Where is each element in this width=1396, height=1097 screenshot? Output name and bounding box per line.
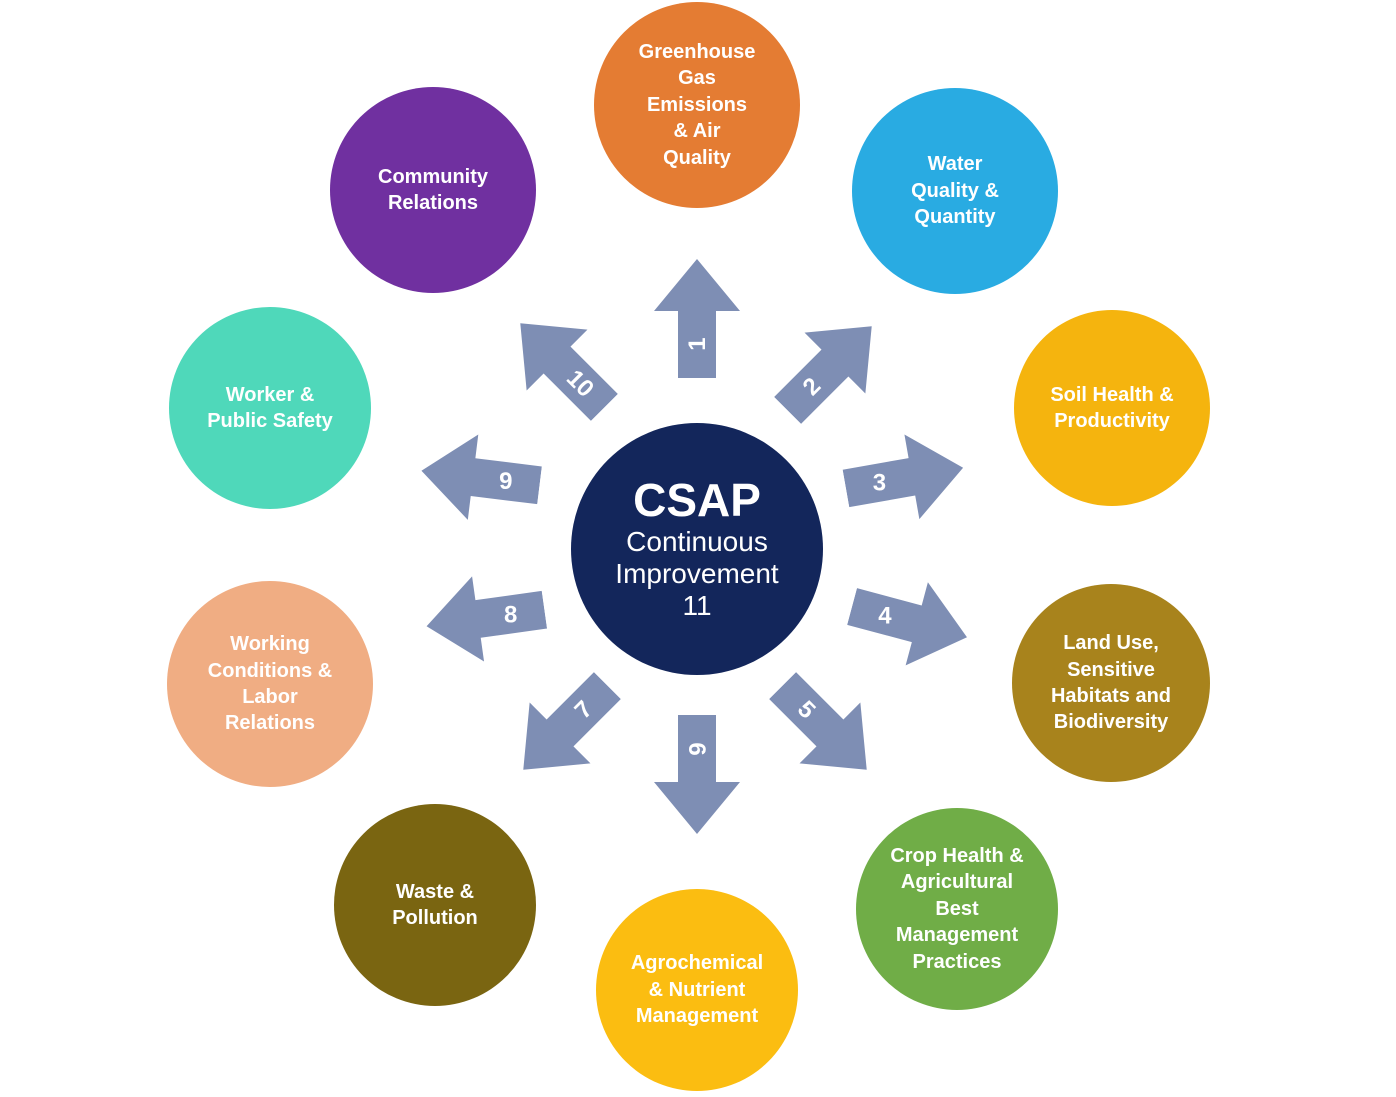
arrow-number: 8 <box>504 601 517 628</box>
arrow-2-icon: 2 <box>756 294 903 441</box>
node-greenhouse-gas: Greenhouse Gas Emissions & Air Quality <box>594 2 800 208</box>
node-label: Working Conditions & Labor Relations <box>207 633 333 735</box>
arrow-8-icon: 8 <box>419 566 550 670</box>
arrow-number: 1 <box>684 337 711 350</box>
node-label: Worker & Public Safety <box>207 383 333 432</box>
node-soil-health: Soil Health & Productivity <box>1014 310 1210 506</box>
arrow-10-icon: 10 <box>488 291 635 438</box>
arrow-number: 9 <box>499 468 512 495</box>
arrow-7-icon: 7 <box>491 654 638 801</box>
arrow-number: 6 <box>683 742 710 755</box>
arrow-number: 4 <box>878 602 892 629</box>
node-label: Community Relations <box>378 165 488 214</box>
node-label: Water Quality & Quantity <box>911 153 999 229</box>
node-label: Crop Health & Agricultural Best Manageme… <box>890 845 1024 973</box>
node-worker-safety: Worker & Public Safety <box>169 307 371 509</box>
node-working-conditions: Working Conditions & Labor Relations <box>167 581 373 787</box>
arrow-5-icon: 5 <box>751 654 898 801</box>
node-water-quality: Water Quality & Quantity <box>852 88 1058 294</box>
node-csap-center: CSAP Continuous Improvement 11 <box>571 423 823 675</box>
node-land-use: Land Use, Sensitive Habitats and Biodive… <box>1012 584 1210 782</box>
arrow-number: 3 <box>873 470 886 497</box>
node-label: Waste & Pollution <box>392 880 478 929</box>
arrow-6-icon: 6 <box>653 715 741 835</box>
node-crop-health: Crop Health & Agricultural Best Manageme… <box>856 808 1058 1010</box>
arrow-1-icon: 1 <box>653 258 741 378</box>
node-waste-pollution: Waste & Pollution <box>334 804 536 1006</box>
center-subtitle: Continuous Improvement 11 <box>615 526 779 622</box>
arrow-4-icon: 4 <box>841 564 980 680</box>
node-label: Soil Health & Productivity <box>1050 383 1174 432</box>
node-label: Agrochemical & Nutrient Management <box>630 952 764 1028</box>
arrow-3-icon: 3 <box>838 424 971 532</box>
center-acronym: CSAP <box>633 474 761 527</box>
node-community-relations: Community Relations <box>330 87 536 293</box>
node-label: Land Use, Sensitive Habitats and Biodive… <box>1050 632 1172 734</box>
node-agrochemical: Agrochemical & Nutrient Management <box>596 889 798 1091</box>
arrow-9-icon: 9 <box>415 427 545 529</box>
node-label: Greenhouse Gas Emissions & Air Quality <box>638 41 756 169</box>
